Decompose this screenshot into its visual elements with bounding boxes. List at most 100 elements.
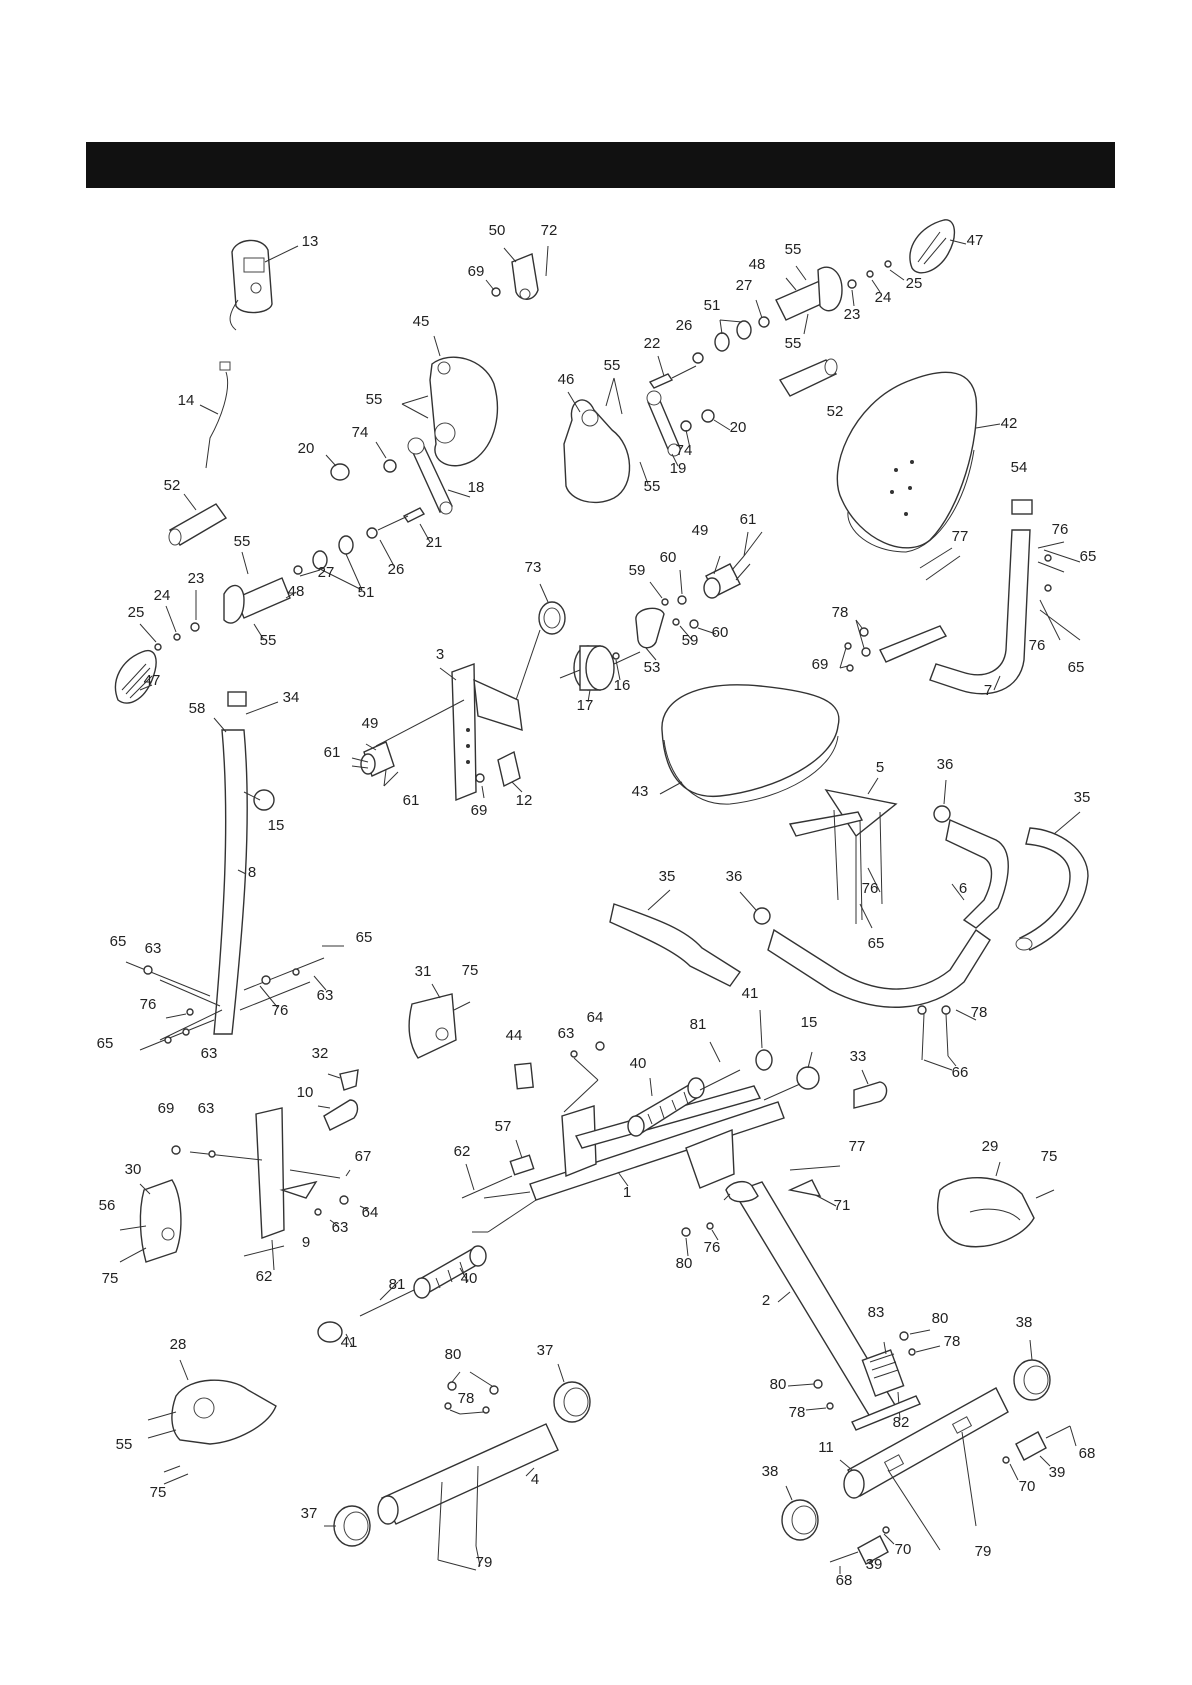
callout-c45: 45: [413, 313, 430, 330]
callout-c78d: 78: [789, 1404, 806, 1421]
callout-c18: 18: [468, 479, 485, 496]
callout-c78a: 78: [832, 604, 849, 621]
part-seat-plate: [788, 777, 898, 929]
part-main-frame: [472, 1085, 785, 1233]
callout-c30: 30: [125, 1161, 142, 1178]
callout-c79b: 79: [476, 1554, 493, 1571]
callout-c76e: 76: [272, 1002, 289, 1019]
callout-c15b: 15: [801, 1014, 818, 1031]
callout-c69c: 69: [471, 802, 488, 819]
callout-c63e: 63: [198, 1100, 215, 1117]
part-cover-31: [408, 983, 471, 1059]
callout-c37b: 37: [301, 1505, 318, 1522]
callout-c20b: 20: [730, 419, 747, 436]
callout-c41a: 41: [742, 985, 759, 1002]
part-console: [229, 239, 299, 331]
part-flywheel-hub-lower: [351, 741, 399, 787]
callout-c56: 56: [99, 1197, 116, 1214]
callout-c61b: 61: [324, 744, 341, 761]
callout-c41b: 41: [341, 1334, 358, 1351]
callout-c81b: 81: [389, 1276, 406, 1293]
callout-c71: 71: [834, 1197, 851, 1214]
callout-c68b: 68: [836, 1572, 853, 1589]
callout-c51a: 51: [358, 584, 375, 601]
part-belt-pulley: [515, 583, 566, 701]
part-rear-wheels: [829, 1425, 1077, 1574]
callout-c26b: 26: [676, 317, 693, 334]
callout-c72: 72: [541, 222, 558, 239]
callout-c25b: 25: [906, 275, 923, 292]
callout-c52b: 52: [827, 403, 844, 420]
callout-c63c: 63: [201, 1045, 218, 1062]
part-grip-right: [778, 358, 838, 397]
part-front-stabilizer: [377, 1371, 559, 1571]
callout-c47a: 47: [144, 672, 161, 689]
callout-c75a: 75: [462, 962, 479, 979]
part-bushing-57: [461, 1139, 535, 1199]
callout-c20a: 20: [298, 440, 315, 457]
callout-c7: 7: [984, 682, 992, 699]
callout-c63f: 63: [332, 1219, 349, 1236]
callout-c32: 32: [312, 1045, 329, 1062]
callout-c55e: 55: [785, 241, 802, 258]
callout-c24b: 24: [875, 289, 892, 306]
callout-c68a: 68: [1079, 1445, 1096, 1462]
part-front-end-caps: [324, 1363, 591, 1547]
callout-c80b: 80: [932, 1310, 949, 1327]
callout-c62b: 62: [256, 1268, 273, 1285]
callout-c46: 46: [558, 371, 575, 388]
callout-c49a: 49: [692, 522, 709, 539]
callout-c69d: 69: [158, 1100, 175, 1117]
part-plate-44: [514, 1041, 605, 1113]
part-brake-assembly: [559, 569, 717, 703]
callout-c47b: 47: [967, 232, 984, 249]
callout-c75b: 75: [1041, 1148, 1058, 1165]
callout-c34: 34: [283, 689, 300, 706]
callout-c78c: 78: [944, 1333, 961, 1350]
callout-c65f: 65: [97, 1035, 114, 1052]
part-seat: [659, 684, 840, 805]
part-axle-left-assembly: [293, 507, 431, 591]
callout-c26a: 26: [388, 561, 405, 578]
part-front-post: [375, 663, 523, 802]
callout-c6: 6: [959, 880, 967, 897]
callout-c70a: 70: [1019, 1478, 1036, 1495]
callout-c21: 21: [426, 534, 443, 551]
callout-c35a: 35: [1074, 789, 1091, 806]
callout-c78b: 78: [971, 1004, 988, 1021]
callout-c76d: 76: [140, 996, 157, 1013]
callout-c27a: 27: [318, 564, 335, 581]
part-crank-arm-right: [639, 355, 731, 485]
part-rear-end-caps: [781, 1339, 1051, 1541]
part-cover-30: [119, 1179, 182, 1263]
callout-c3: 3: [436, 646, 444, 663]
callout-c60a: 60: [660, 549, 677, 566]
callout-c10: 10: [297, 1084, 314, 1101]
part-cap-left: [114, 590, 200, 704]
header-bar: [86, 142, 1115, 188]
callout-c55g: 55: [644, 478, 661, 495]
callout-c76f: 76: [704, 1239, 721, 1256]
callout-c24a: 24: [154, 587, 171, 604]
callout-c60b: 60: [712, 624, 729, 641]
callout-c67: 67: [355, 1148, 372, 1165]
callout-c54: 54: [1011, 459, 1028, 476]
callout-c13: 13: [302, 233, 319, 250]
part-grip-left: [168, 493, 228, 546]
callout-c80c: 80: [445, 1346, 462, 1363]
callout-c52a: 52: [164, 477, 181, 494]
part-flywheel-hub-top: [703, 531, 763, 599]
callout-c83: 83: [868, 1304, 885, 1321]
callout-c55c: 55: [260, 632, 277, 649]
callout-c77b: 77: [849, 1138, 866, 1155]
callout-c65d: 65: [110, 933, 127, 950]
callout-c36a: 36: [937, 756, 954, 773]
callout-c65c: 65: [868, 935, 885, 952]
part-tube-left: [223, 551, 297, 641]
callout-c4: 4: [531, 1471, 539, 1488]
callout-c59a: 59: [629, 562, 646, 579]
callout-c55f: 55: [785, 335, 802, 352]
callout-c78e: 78: [458, 1390, 475, 1407]
callout-c29: 29: [982, 1138, 999, 1155]
